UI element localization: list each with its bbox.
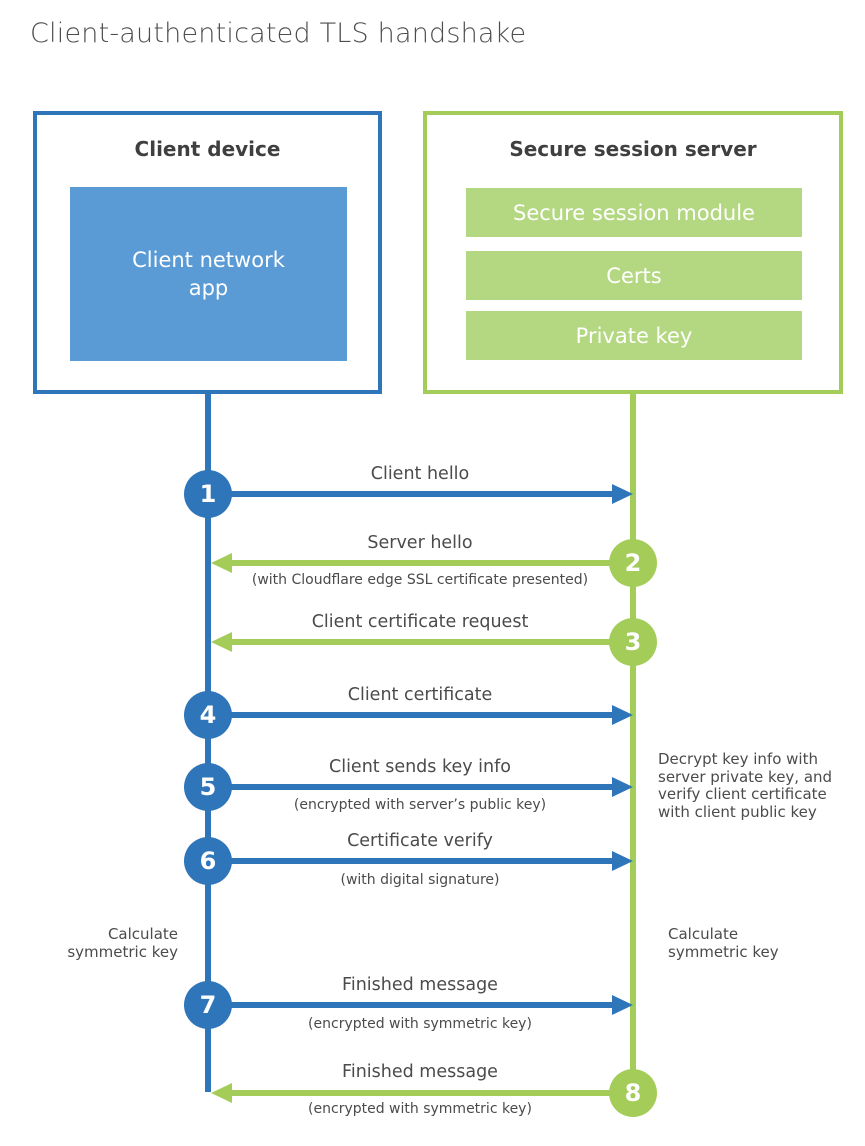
step3-label: Client certificate request	[311, 612, 529, 632]
certs-bar: Certs	[466, 251, 802, 300]
step2-label: Server hello	[367, 533, 473, 553]
step4-label: Client certificate	[347, 685, 493, 705]
step1-label: Client hello	[370, 464, 470, 484]
step8-arrowhead-left-icon	[211, 1083, 232, 1103]
note-server-decrypt: Decrypt key info with server private key…	[658, 750, 833, 821]
step6-arrowhead-right-icon	[612, 851, 633, 871]
step8-arrow-shaft	[229, 1090, 619, 1096]
step5-arrowhead-right-icon	[612, 777, 633, 797]
step7-label: Finished message	[342, 975, 498, 995]
step2-arrowhead-left-icon	[211, 553, 232, 573]
step3-arrow-shaft	[229, 639, 619, 645]
note-server-calculate-symmetric-key: Calculate symmetric key	[668, 925, 779, 961]
step7-circle: 7	[184, 981, 232, 1029]
step5-label: Client sends key info	[328, 757, 511, 777]
step5-circle: 5	[184, 763, 232, 811]
step5-sublabel: (encrypted with server’s public key)	[293, 797, 547, 813]
step2-arrow-shaft	[229, 560, 619, 566]
step4-arrow-shaft	[228, 712, 614, 718]
step1-arrowhead-right-icon	[612, 484, 633, 504]
step6-sublabel: (with digital signature)	[340, 872, 500, 888]
secure-session-server-title: Secure session server	[509, 137, 757, 161]
private-key-bar: Private key	[466, 311, 802, 360]
step8-circle: 8	[609, 1069, 657, 1117]
step3-circle: 3	[609, 618, 657, 666]
step4-circle: 4	[184, 691, 232, 739]
step1-circle: 1	[184, 470, 232, 518]
step2-circle: 2	[609, 539, 657, 587]
client-device-title: Client device	[134, 137, 281, 161]
step1-arrow-shaft	[228, 491, 614, 497]
step6-circle: 6	[184, 837, 232, 885]
step8-sublabel: (encrypted with symmetric key)	[308, 1101, 532, 1117]
step5-arrow-shaft	[228, 784, 614, 790]
step2-sublabel: (with Cloudflare edge SSL certificate pr…	[251, 572, 589, 588]
step7-sublabel: (encrypted with symmetric key)	[308, 1016, 532, 1032]
secure-session-module-bar: Secure session module	[466, 188, 802, 237]
step8-label: Finished message	[342, 1062, 498, 1082]
step4-arrowhead-right-icon	[612, 705, 633, 725]
page-title: Client-authenticated TLS handshake	[30, 18, 527, 49]
step7-arrow-shaft	[228, 1002, 614, 1008]
step6-arrow-shaft	[228, 858, 614, 864]
step7-arrowhead-right-icon	[612, 995, 633, 1015]
step6-label: Certificate verify	[347, 831, 493, 851]
client-lifeline	[205, 393, 211, 1092]
note-client-calculate-symmetric-key: Calculate symmetric key	[67, 925, 178, 961]
step3-arrowhead-left-icon	[211, 632, 232, 652]
server-lifeline	[630, 393, 636, 1093]
client-network-app-box: Client network app	[70, 187, 347, 361]
